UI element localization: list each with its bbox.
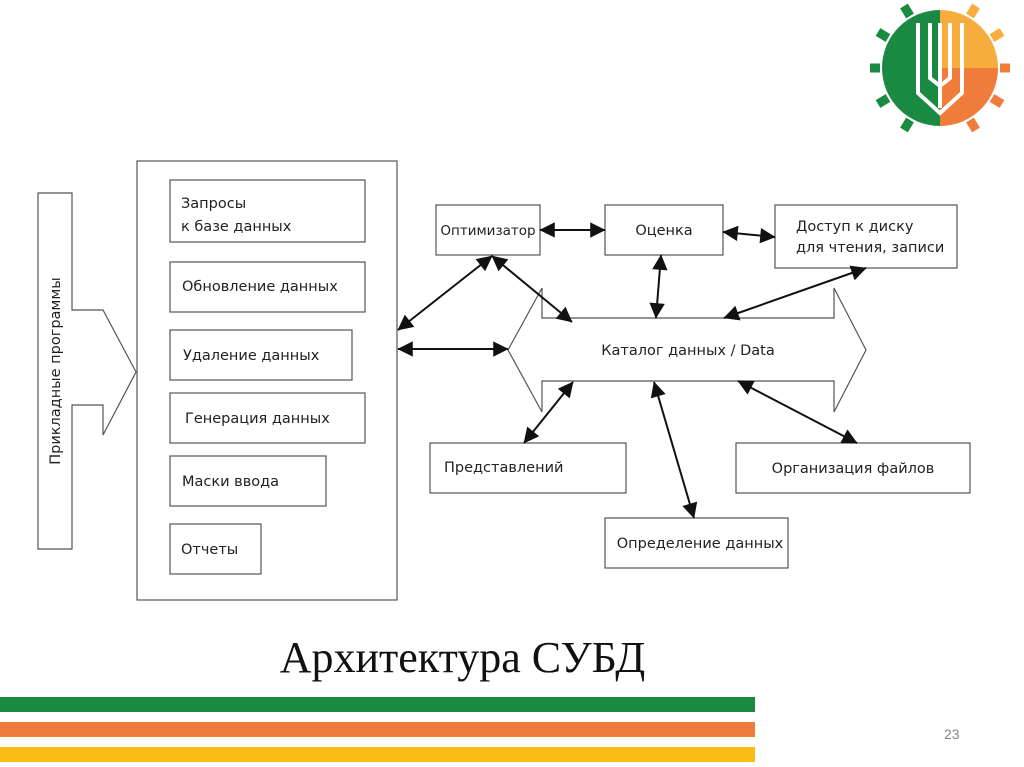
optimizer-box — [435, 204, 541, 256]
stripe-orange — [0, 722, 755, 737]
arrow-disk-catalog — [723, 265, 867, 321]
arrow-catalog-fileorg — [737, 380, 858, 444]
arrow-modules-optimizer — [397, 255, 493, 331]
module-queries — [169, 179, 366, 243]
stripe-yellow — [0, 747, 755, 762]
module-input-masks-label: Маски ввода — [182, 474, 279, 490]
arrow-catalog-views — [523, 381, 574, 444]
module-queries-label: Запросы — [181, 196, 246, 212]
catalog-label: Каталог данных / Data — [601, 343, 775, 359]
views-label: Представлений — [444, 460, 563, 476]
module-delete — [169, 329, 353, 381]
disk-access-box — [774, 204, 958, 269]
slide-title: Архитектура СУБД — [279, 633, 646, 682]
module-reports-label: Отчеты — [181, 542, 238, 558]
arrow-catalog-datadef — [650, 381, 698, 519]
disk-access-label: Доступ к диску — [796, 219, 914, 235]
stripe-green — [0, 697, 755, 712]
module-input-masks — [169, 455, 327, 507]
page-number: 23 — [944, 726, 960, 742]
data-def-label: Определение данных — [617, 536, 784, 552]
arrow-estimate-disk — [722, 225, 776, 244]
module-update — [169, 261, 366, 313]
views-box — [429, 442, 627, 494]
module-queries-label-2: к базе данных — [181, 219, 292, 235]
module-reports — [169, 523, 262, 575]
arrow-optimizer-catalog — [491, 255, 573, 323]
optimizer-label: Оптимизатор — [440, 223, 535, 239]
estimate-label: Оценка — [635, 223, 692, 239]
module-generate-label: Генерация данных — [185, 411, 330, 427]
file-org-box — [735, 442, 971, 494]
module-update-label: Обновление данных — [182, 279, 338, 295]
file-org-label: Организация файлов — [772, 461, 935, 477]
connector-arrows — [397, 222, 867, 519]
arrow-estimate-catalog — [649, 254, 668, 319]
module-generate — [169, 392, 366, 444]
applications-arrow — [37, 192, 137, 550]
disk-access-label-2: для чтения, записи — [796, 240, 944, 256]
logo-gear-icon — [870, 3, 1010, 133]
applications-label: Прикладные программы — [48, 277, 64, 465]
module-delete-label: Удаление данных — [183, 348, 320, 364]
